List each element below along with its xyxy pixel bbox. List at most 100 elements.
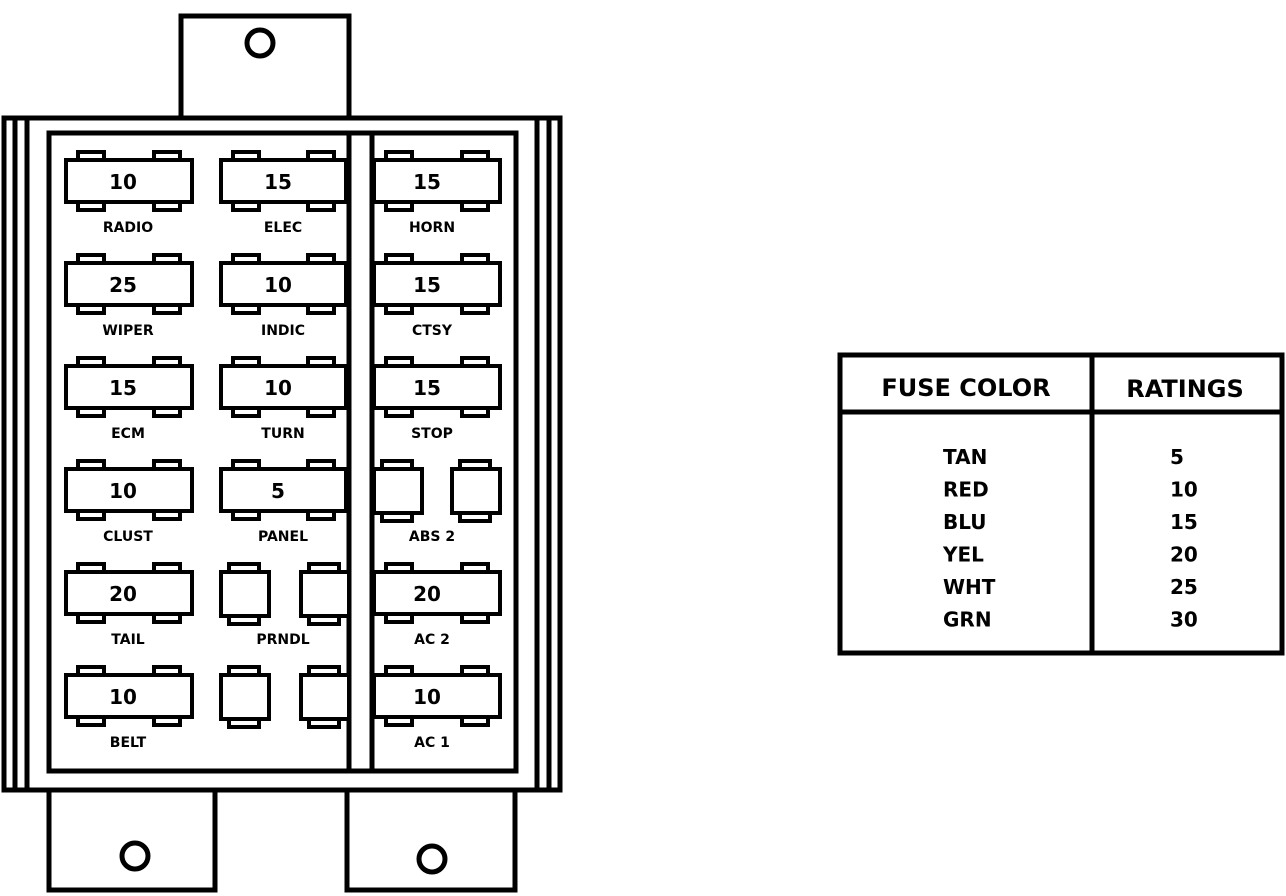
row-rating: 30	[1170, 608, 1198, 632]
table-row: BLU 15	[943, 510, 1198, 534]
top-mounting-tab	[178, 13, 352, 117]
fuse-rating: 10	[413, 685, 441, 709]
row-rating: 10	[1170, 478, 1198, 502]
fuse-body	[64, 673, 194, 719]
table-row: RED 10	[943, 478, 1198, 502]
fuse-body	[219, 261, 348, 307]
row-rating: 25	[1170, 575, 1198, 599]
fuse-body	[372, 158, 502, 204]
fuse-body	[219, 467, 348, 513]
table-row: WHT 25	[943, 575, 1198, 599]
bottom-left-tab	[46, 790, 218, 893]
fuse-label: ECM	[111, 426, 145, 442]
fuse-color-table: FUSE COLOR RATINGS	[837, 352, 1285, 656]
fuse-rating: 20	[413, 582, 441, 606]
fuse-body	[64, 158, 194, 204]
fuse-rating: 20	[109, 582, 137, 606]
fuse-slot	[219, 665, 351, 729]
top-mounting-hole	[244, 27, 276, 59]
fuse-rating: 15	[413, 376, 441, 400]
fuse-label: ABS 2	[409, 529, 455, 545]
fuse-rating: 15	[413, 170, 441, 194]
fuse-label: CLUST	[103, 529, 153, 545]
row-rating: 20	[1170, 543, 1198, 567]
fuse-label: AC 2	[414, 632, 450, 648]
fuse-rating: 15	[109, 376, 137, 400]
fuse-rating: 10	[109, 170, 137, 194]
fuse-label: RADIO	[103, 220, 153, 236]
fuse-body	[219, 158, 348, 204]
empty-terminal	[219, 673, 271, 721]
table-row: YEL 20	[942, 543, 1198, 567]
fuse-label: STOP	[411, 426, 453, 442]
fuse-slot: ABS 2	[372, 459, 502, 545]
fuse-rating: 10	[109, 479, 137, 503]
fuse-label: INDIC	[261, 323, 305, 339]
fuse-rating: 15	[413, 273, 441, 297]
fuse-slot: PRNDL	[219, 562, 351, 648]
row-color: WHT	[943, 575, 996, 599]
bottom-left-mounting-hole	[119, 840, 151, 872]
fuse-label: ELEC	[264, 220, 302, 236]
row-color: YEL	[942, 543, 984, 567]
inner-frame	[46, 130, 519, 774]
fuse-body	[64, 364, 194, 410]
fuse-slots: 10RADIO15ELEC15HORN25WIPER10INDIC15CTSY1…	[64, 150, 502, 751]
empty-terminal	[219, 570, 271, 618]
fuse-label: BELT	[110, 735, 147, 751]
row-color: GRN	[943, 608, 992, 632]
row-rating: 15	[1170, 510, 1198, 534]
fuse-label: CTSY	[412, 323, 453, 339]
fuse-label: PANEL	[258, 529, 308, 545]
fuse-rating: 25	[109, 273, 137, 297]
fuse-label: AC 1	[414, 735, 450, 751]
row-color: BLU	[943, 510, 987, 534]
fuse-body	[219, 364, 348, 410]
empty-terminal	[450, 467, 502, 515]
fuse-rating: 5	[271, 479, 285, 503]
fuse-body	[64, 261, 194, 307]
fuse-rating: 15	[264, 170, 292, 194]
fuse-label: HORN	[409, 220, 455, 236]
table-border	[837, 352, 1285, 656]
fuse-label: TURN	[261, 426, 304, 442]
fuse-body	[64, 570, 194, 616]
fuse-body	[372, 673, 502, 719]
fuse-slot: 10 AC 1	[372, 665, 502, 751]
fuse-rating: 10	[109, 685, 137, 709]
fuse-slot: 20 AC 2	[372, 562, 502, 648]
empty-terminal	[299, 570, 351, 618]
header-fuse-color: FUSE COLOR	[881, 374, 1050, 402]
fuse-label: TAIL	[111, 632, 145, 648]
fuse-body	[372, 570, 502, 616]
outer-body	[1, 115, 563, 793]
fuse-rating: 10	[264, 273, 292, 297]
bottom-right-tab	[344, 790, 518, 893]
fuse-label: PRNDL	[256, 632, 309, 648]
empty-terminal	[372, 467, 424, 515]
row-color: RED	[943, 478, 989, 502]
fuse-body	[372, 364, 502, 410]
fuse-body	[64, 467, 194, 513]
fuse-label: WIPER	[102, 323, 153, 339]
row-color: TAN	[943, 445, 987, 469]
table-row: GRN 30	[943, 608, 1198, 632]
fuse-rating: 10	[264, 376, 292, 400]
header-ratings: RATINGS	[1126, 375, 1244, 403]
